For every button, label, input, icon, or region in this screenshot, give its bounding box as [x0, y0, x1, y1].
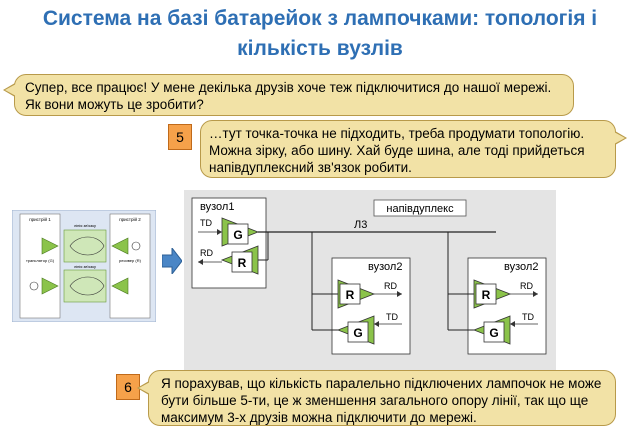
node-1-td-label: TD [200, 218, 212, 228]
node-2-label: вузол2 [368, 261, 402, 273]
mode-label: напівдуплекс [386, 203, 454, 215]
bubble-tail-fill [614, 132, 625, 144]
speech-bubble-5: …тут точка-точка не підходить, треба про… [200, 120, 627, 178]
node-3-rd-label: RD [520, 281, 533, 291]
line-label: Л3 [354, 219, 367, 231]
bubble-tail-fill [5, 84, 16, 96]
thumb-line-2-label: лінія зв'язку [74, 264, 96, 269]
step-6-badge: 6 [116, 374, 140, 400]
node-3-recv-label: R [482, 288, 491, 302]
node-2-recv-label: R [346, 288, 355, 302]
thumb-rx-label: ресивер (R) [119, 258, 142, 263]
right-arrow-icon [162, 248, 182, 274]
bus-topology-diagram: напівдуплекс вузол1 G R TD RD Л3 вузол2 … [184, 190, 556, 370]
node-1-label: вузол1 [200, 201, 234, 213]
mode-label-box [373, 199, 467, 217]
node-1-recv-label: R [238, 256, 247, 270]
speech-bubble-1: Супер, все працює! У мене декілька друзі… [3, 74, 574, 116]
thumb-device-1-label: пристрій 1 [29, 216, 51, 222]
thumb-device-2-label: пристрій 2 [119, 216, 141, 222]
node-2-gen-label: G [353, 326, 362, 340]
thumb-line-1-label: лінія зв'язку [74, 223, 96, 228]
node-2-rd-label: RD [384, 281, 397, 291]
node-3-td-label: TD [522, 312, 534, 322]
point-to-point-thumbnail: пристрій 1 пристрій 2 лінія зв'язку ліні… [12, 210, 156, 322]
speech-bubble-6: Я порахував, що кількість паралельно під… [137, 370, 616, 426]
thumb-tx-label: транслятор (G) [26, 258, 55, 263]
node-1-rd-label: RD [200, 248, 213, 258]
page-title: Система на базі батарейок з лампочками: … [42, 7, 598, 60]
step-6-text: Я порахував, що кількість паралельно під… [161, 376, 602, 425]
step-5-text: …тут точка-точка не підходить, треба про… [209, 126, 585, 175]
bubble-1-text: Супер, все працює! У мене декілька друзі… [25, 80, 552, 112]
node-2-td-label: TD [386, 312, 398, 322]
step-5-badge: 5 [168, 124, 192, 150]
node-3-label: вузол2 [504, 261, 538, 273]
bubble-tail-fill [139, 382, 150, 394]
node-1-gen-label: G [233, 228, 242, 242]
node-3-gen-label: G [489, 326, 498, 340]
